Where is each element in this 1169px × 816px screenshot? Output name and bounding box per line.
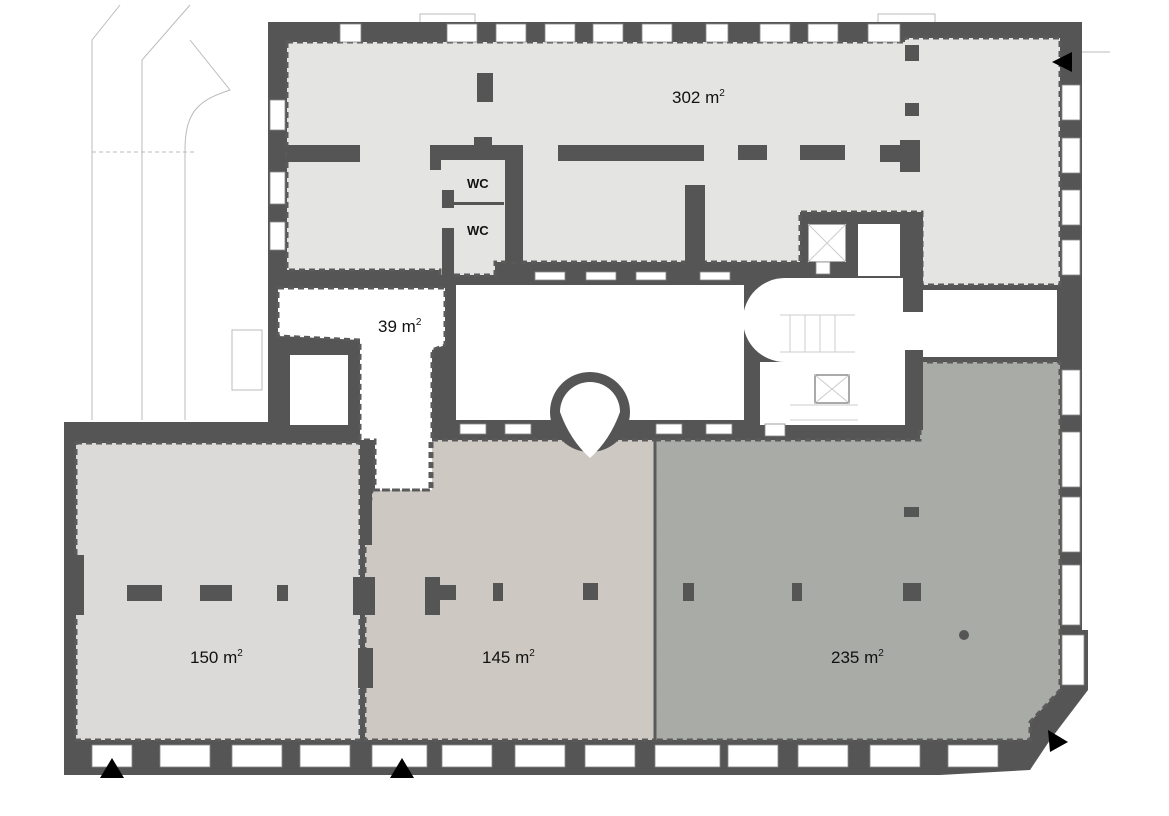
interior-walls bbox=[70, 45, 969, 688]
service-room bbox=[858, 224, 900, 276]
room-302 bbox=[287, 38, 1060, 285]
area-label-150: 150 m2 bbox=[190, 648, 243, 667]
area-label-145: 145 m2 bbox=[482, 648, 535, 667]
exterior-street-lines bbox=[91, 4, 1110, 420]
entrance-arrows bbox=[100, 52, 1072, 778]
wc-label: WC bbox=[467, 176, 489, 191]
room-145 bbox=[365, 440, 655, 740]
room-39-boundary bbox=[276, 286, 447, 492]
area-label-39: 39 m2 bbox=[378, 317, 422, 336]
wc-label: WC bbox=[467, 223, 489, 238]
entrance-arrow-icon bbox=[1048, 730, 1068, 752]
spiral-stair bbox=[560, 382, 620, 458]
entrance-arrow-icon bbox=[1052, 52, 1072, 72]
area-label-235: 235 m2 bbox=[831, 648, 884, 667]
entrance-arrow-icon bbox=[390, 758, 414, 778]
windows bbox=[91, 23, 1085, 768]
entrance-arrow-icon bbox=[100, 758, 124, 778]
area-label-302: 302 m2 bbox=[672, 88, 725, 107]
room-150-boundary bbox=[74, 441, 362, 742]
stair-lines bbox=[780, 223, 858, 421]
room-235 bbox=[655, 362, 1060, 740]
side-room bbox=[290, 355, 348, 425]
room-302-boundary bbox=[285, 36, 1062, 287]
